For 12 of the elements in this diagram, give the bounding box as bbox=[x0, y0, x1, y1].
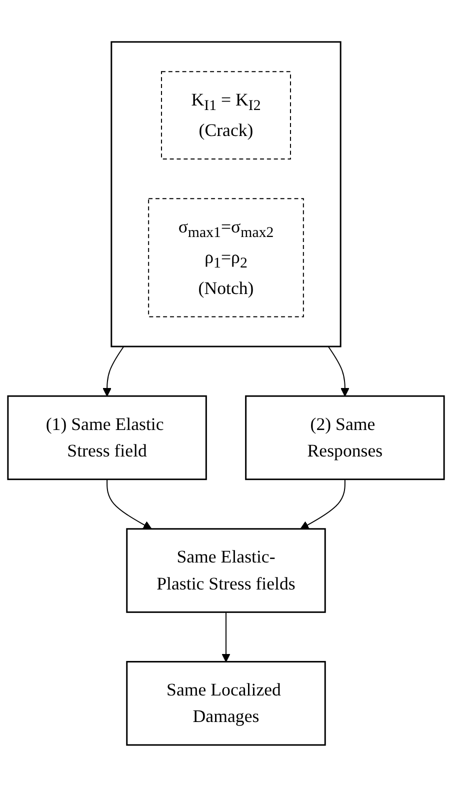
node-box: (2) Same Responses bbox=[245, 394, 445, 480]
node-box: Same Elastic-Plastic Stress fields bbox=[126, 528, 326, 612]
arrow bbox=[328, 346, 350, 396]
arrow bbox=[102, 346, 124, 396]
node-box: K$_{I1}$ = K$_{I2}$ (Crack) bbox=[161, 70, 291, 160]
arrow bbox=[222, 611, 230, 662]
arrow bbox=[300, 478, 346, 529]
arrow bbox=[106, 478, 152, 529]
cluster bbox=[110, 40, 342, 347]
node-box: Same Localized Damages bbox=[126, 660, 326, 746]
node-box: σ$_{max1}$=σ$_{max2}$ ρ$_{1}$=ρ$_{2}$ (Notch) bbox=[148, 198, 304, 317]
node-box: (1) Same Elastic Stress field bbox=[7, 394, 207, 480]
